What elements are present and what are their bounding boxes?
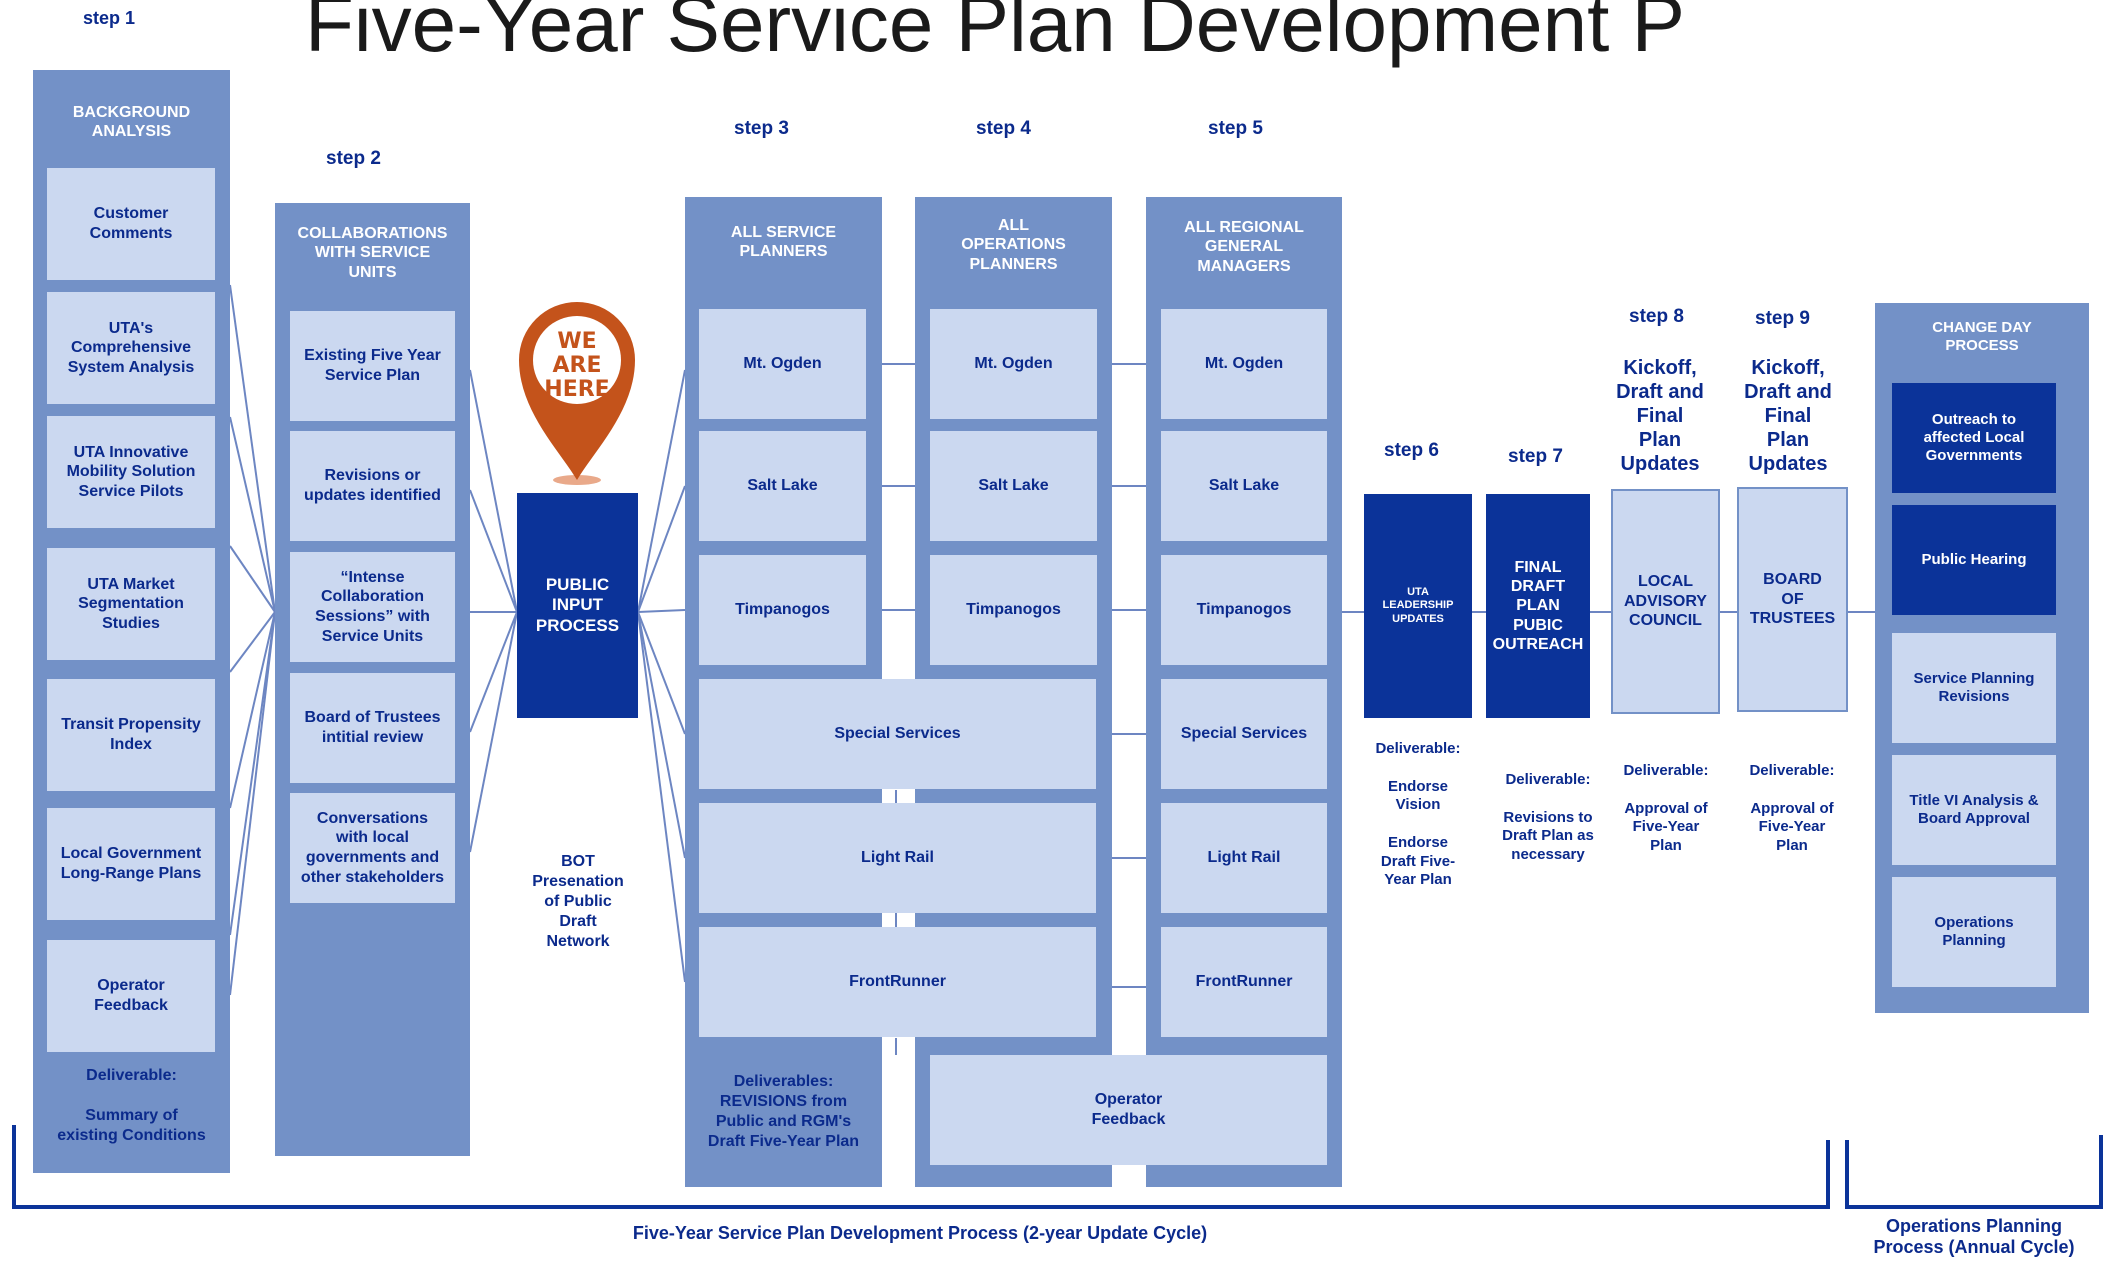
map-pin-icon	[519, 302, 635, 485]
service-planning-revisions-box: Service Planning Revisions	[1892, 633, 2056, 743]
existing-plan-box: Existing Five Year Service Plan	[290, 311, 455, 421]
customer-comments-box: Customer Comments	[47, 168, 215, 280]
step-3-label: step 3	[734, 118, 789, 139]
step-5-light-rail-box: Light Rail	[1161, 803, 1327, 913]
step-9-subtitle: Kickoff, Draft and Final Plan Updates	[1744, 357, 1832, 475]
market-segmentation-box: UTA Market Segmentation Studies	[47, 548, 215, 660]
we-are-here-text: WE ARE HERE	[544, 329, 610, 403]
step-1-label: step 1	[83, 8, 136, 28]
step-8-label: step 8	[1629, 306, 1684, 327]
mobility-pilots-box: UTA Innovative Mobility Solution Service…	[47, 416, 215, 528]
step-4-timpanogos-box: Timpanogos	[930, 555, 1097, 665]
local-government-plans-box: Local Government Long-Range Plans	[47, 808, 215, 920]
collaboration-sessions-box: “Intense Collaboration Sessions” with Se…	[290, 552, 455, 662]
local-advisory-council-box: LOCAL ADVISORY COUNCIL	[1613, 491, 1718, 712]
frontrunner-span-box: FrontRunner	[699, 927, 1096, 1037]
step-5-label: step 5	[1208, 118, 1263, 139]
board-of-trustees-box: BOARD OF TRUSTEES	[1739, 489, 1846, 710]
background-analysis-header: BACKGROUND ANALYSIS	[72, 103, 191, 140]
we-are-here-pin: WE ARE HERE	[517, 290, 637, 490]
transit-propensity-box: Transit Propensity Index	[47, 679, 215, 791]
step-3-salt-lake-box: Salt Lake	[699, 431, 866, 541]
public-hearing-box: Public Hearing	[1892, 505, 2056, 615]
collaborations-header: COLLABORATIONS WITH SERVICE UNITS	[297, 225, 448, 281]
stakeholder-conversations-box: Conversations with local governments and…	[290, 793, 455, 903]
step-5-frontrunner-box: FrontRunner	[1161, 927, 1327, 1037]
step-3-mt-ogden-box: Mt. Ogden	[699, 309, 866, 419]
step-1-column: BACKGROUND ANALYSIS Customer Comments UT…	[33, 70, 230, 1173]
step-9-label: step 9	[1755, 308, 1810, 329]
step-5-mt-ogden-box: Mt. Ogden	[1161, 309, 1327, 419]
step-3-deliverable: Deliverables: REVISIONS from Public and …	[707, 1073, 860, 1150]
step-8-deliverable: Deliverable: Approval of Five-Year Plan	[1623, 762, 1709, 854]
step-4-label: step 4	[976, 118, 1031, 139]
step-4-salt-lake-box: Salt Lake	[930, 431, 1097, 541]
operations-planning-label: Operations Planning Process (Annual Cycl…	[1873, 1216, 2075, 1257]
page-title: Five-Year Service Plan Development P	[305, 0, 1685, 68]
step-3-timpanogos-box: Timpanogos	[699, 555, 866, 665]
revisions-identified-box: Revisions or updates identified	[290, 431, 455, 541]
operations-planning-box: Operations Planning	[1892, 877, 2056, 987]
comprehensive-system-analysis-box: UTA's Comprehensive System Analysis	[47, 292, 215, 404]
step-6-deliverable: Deliverable: Endorse Vision Endorse Draf…	[1375, 740, 1461, 889]
step-7-deliverable: Deliverable: Revisions to Draft Plan as …	[1502, 771, 1594, 863]
board-review-box: Board of Trustees intitial review	[290, 673, 455, 783]
final-draft-outreach-box: FINAL DRAFT PLAN PUBIC OUTREACH	[1486, 494, 1590, 718]
step-6-label: step 6	[1384, 440, 1439, 461]
leadership-updates-box: UTA LEADERSHIP UPDATES	[1364, 494, 1472, 718]
change-day-column: CHANGE DAY PROCESS Outreach to affected …	[1875, 303, 2089, 1013]
change-day-header: CHANGE DAY PROCESS	[1932, 319, 2032, 354]
operator-feedback-span-box: Operator Feedback	[930, 1055, 1327, 1165]
light-rail-span-box: Light Rail	[699, 803, 1096, 913]
regional-managers-header: ALL REGIONAL GENERAL MANAGERS	[1184, 219, 1304, 275]
step-7-label: step 7	[1508, 446, 1563, 467]
step-5-column: ALL REGIONAL GENERAL MANAGERS Mt. Ogden …	[1146, 197, 1342, 1187]
bot-presentation-note: BOT Presenation of Public Draft Network	[532, 853, 624, 950]
step-2-column: COLLABORATIONS WITH SERVICE UNITS Existi…	[275, 203, 470, 1156]
operations-planners-header: ALL OPERATIONS PLANNERS	[961, 217, 1066, 273]
service-planners-header: ALL SERVICE PLANNERS	[730, 223, 837, 260]
public-input-process-box: PUBLIC INPUT PROCESS	[517, 493, 638, 718]
development-process-label: Five-Year Service Plan Development Proce…	[632, 1223, 1208, 1243]
step-8-subtitle: Kickoff, Draft and Final Plan Updates	[1616, 357, 1704, 475]
step-2-label: step 2	[326, 148, 381, 169]
special-services-span-box: Special Services	[699, 679, 1096, 789]
step-9-deliverable: Deliverable: Approval of Five-Year Plan	[1749, 762, 1835, 854]
step-5-timpanogos-box: Timpanogos	[1161, 555, 1327, 665]
step-1-deliverable: Deliverable: Summary of existing Conditi…	[57, 1067, 206, 1144]
step-5-salt-lake-box: Salt Lake	[1161, 431, 1327, 541]
step-4-mt-ogden-box: Mt. Ogden	[930, 309, 1097, 419]
outreach-local-governments-box: Outreach to affected Local Governments	[1892, 383, 2056, 493]
operator-feedback-box: Operator Feedback	[47, 940, 215, 1052]
title-vi-analysis-box: Title VI Analysis & Board Approval	[1892, 755, 2056, 865]
step-5-special-services-box: Special Services	[1161, 679, 1327, 789]
